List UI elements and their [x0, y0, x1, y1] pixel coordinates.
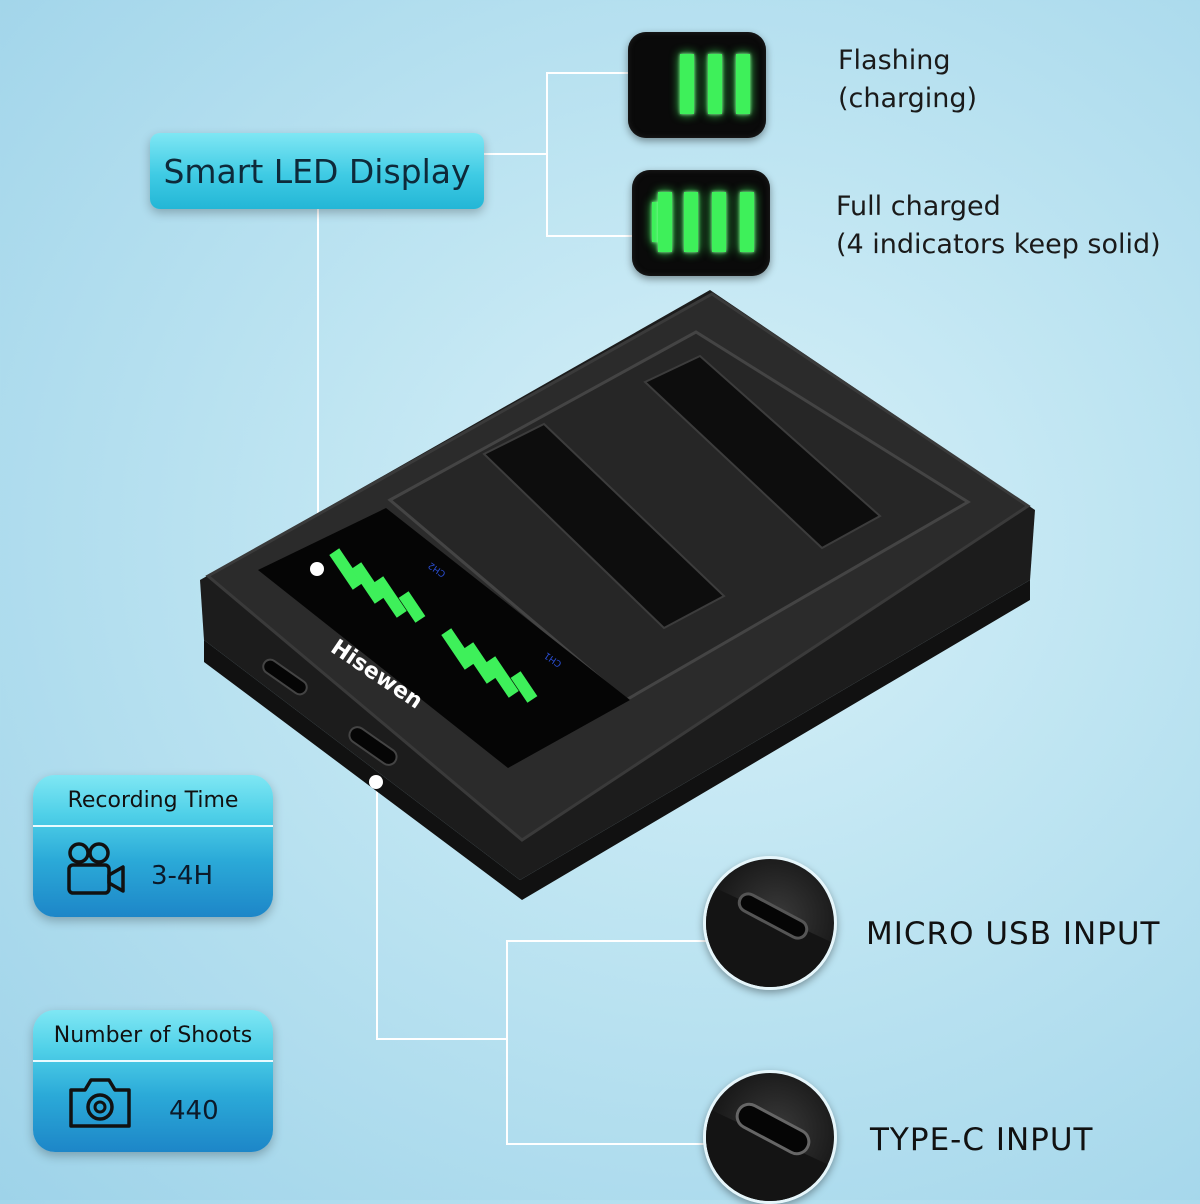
micro-usb-port-icon	[703, 856, 837, 990]
connector-line	[506, 940, 508, 1145]
recording-time-value: 3-4H	[151, 861, 214, 891]
led-state-desc: (4 indicators keep solid)	[836, 229, 1161, 260]
full-charged-led-icon	[632, 170, 770, 276]
number-of-shoots-card: Number of Shoots 440	[33, 1010, 273, 1152]
flashing-led-text: Flashing (charging)	[838, 42, 977, 118]
connector-line	[317, 209, 319, 569]
connector-line	[546, 235, 632, 237]
flashing-led-icon	[628, 32, 766, 138]
connector-line	[506, 1143, 706, 1145]
number-of-shoots-title: Number of Shoots	[33, 1010, 273, 1062]
recording-time-title: Recording Time	[33, 775, 273, 827]
connector-line	[484, 153, 547, 155]
led-state-title: Flashing	[838, 45, 951, 76]
type-c-port-icon	[703, 1070, 837, 1204]
led-state-desc: (charging)	[838, 83, 978, 114]
recording-time-card: Recording Time 3-4H	[33, 775, 273, 917]
type-c-input-label: TYPE-C INPUT	[870, 1122, 1094, 1158]
connector-line	[506, 940, 706, 942]
smart-led-display-label: Smart LED Display	[150, 133, 484, 209]
micro-usb-input-label: MICRO USB INPUT	[866, 916, 1161, 952]
led-state-title: Full charged	[836, 191, 1001, 222]
connector-line	[546, 72, 628, 74]
connector-line	[546, 72, 548, 237]
connector-line	[376, 1038, 508, 1040]
connector-line	[376, 782, 378, 1040]
full-charged-led-text: Full charged (4 indicators keep solid)	[836, 188, 1161, 264]
camera-icon	[65, 1074, 135, 1136]
video-camera-icon	[65, 839, 127, 901]
number-of-shoots-value: 440	[169, 1096, 219, 1126]
dual-battery-charger: Hisewen CH2 CH1	[190, 280, 1050, 940]
